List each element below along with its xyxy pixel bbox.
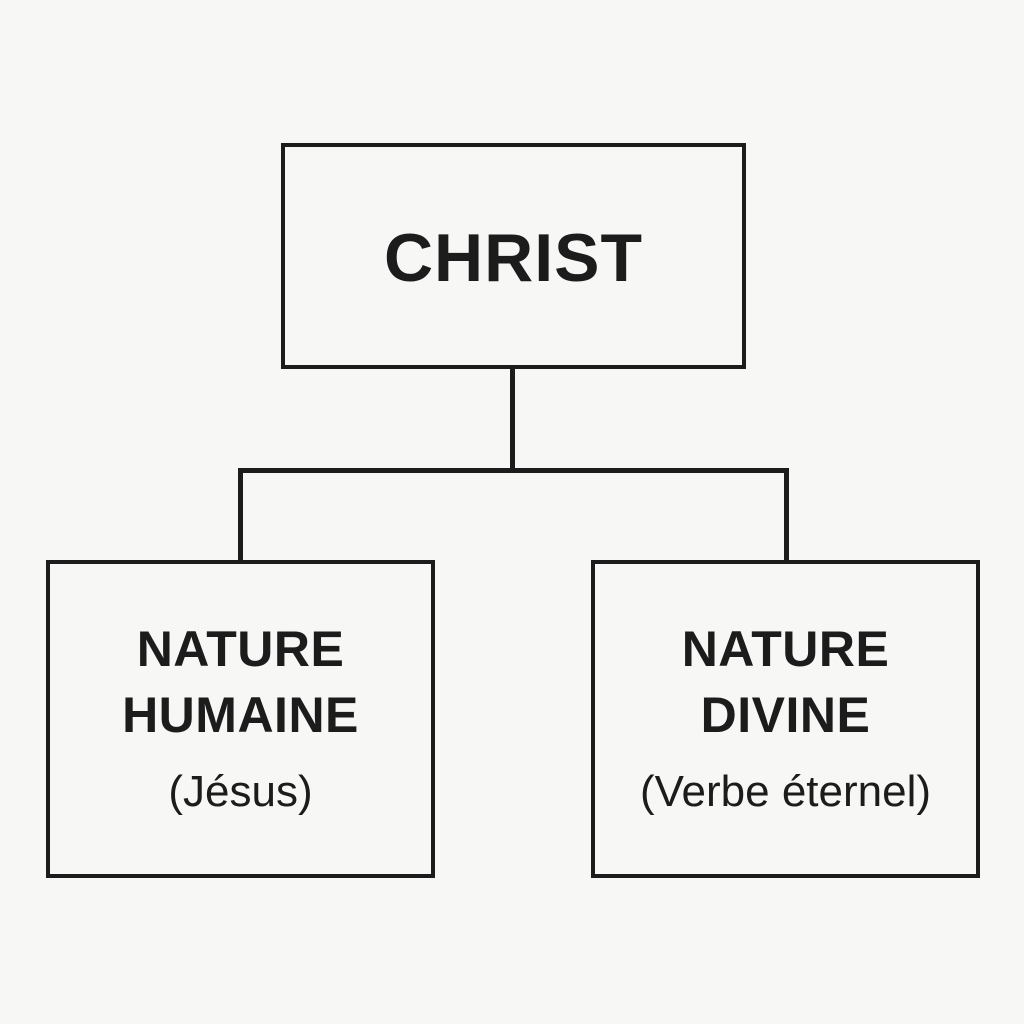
connector-right-down (784, 468, 789, 562)
connector-left-down (238, 468, 243, 562)
child-node-title-line1: NATURE (681, 621, 890, 677)
child-node-subtitle: (Verbe éternel) (639, 767, 932, 816)
connector-root-down (510, 367, 515, 473)
child-node-title-line1: NATURE (136, 621, 345, 677)
child-node-subtitle: (Jésus) (168, 767, 313, 816)
child-node-title-line2: HUMAINE (122, 687, 359, 743)
child-node-title-line2: DIVINE (700, 687, 871, 743)
root-node-label: CHRIST (383, 220, 644, 296)
root-node-christ: CHRIST (281, 143, 746, 369)
child-node-divine-nature: NATURE DIVINE (Verbe éternel) (591, 560, 980, 878)
child-node-human-nature: NATURE HUMAINE (Jésus) (46, 560, 435, 878)
connector-horizontal (238, 468, 789, 473)
